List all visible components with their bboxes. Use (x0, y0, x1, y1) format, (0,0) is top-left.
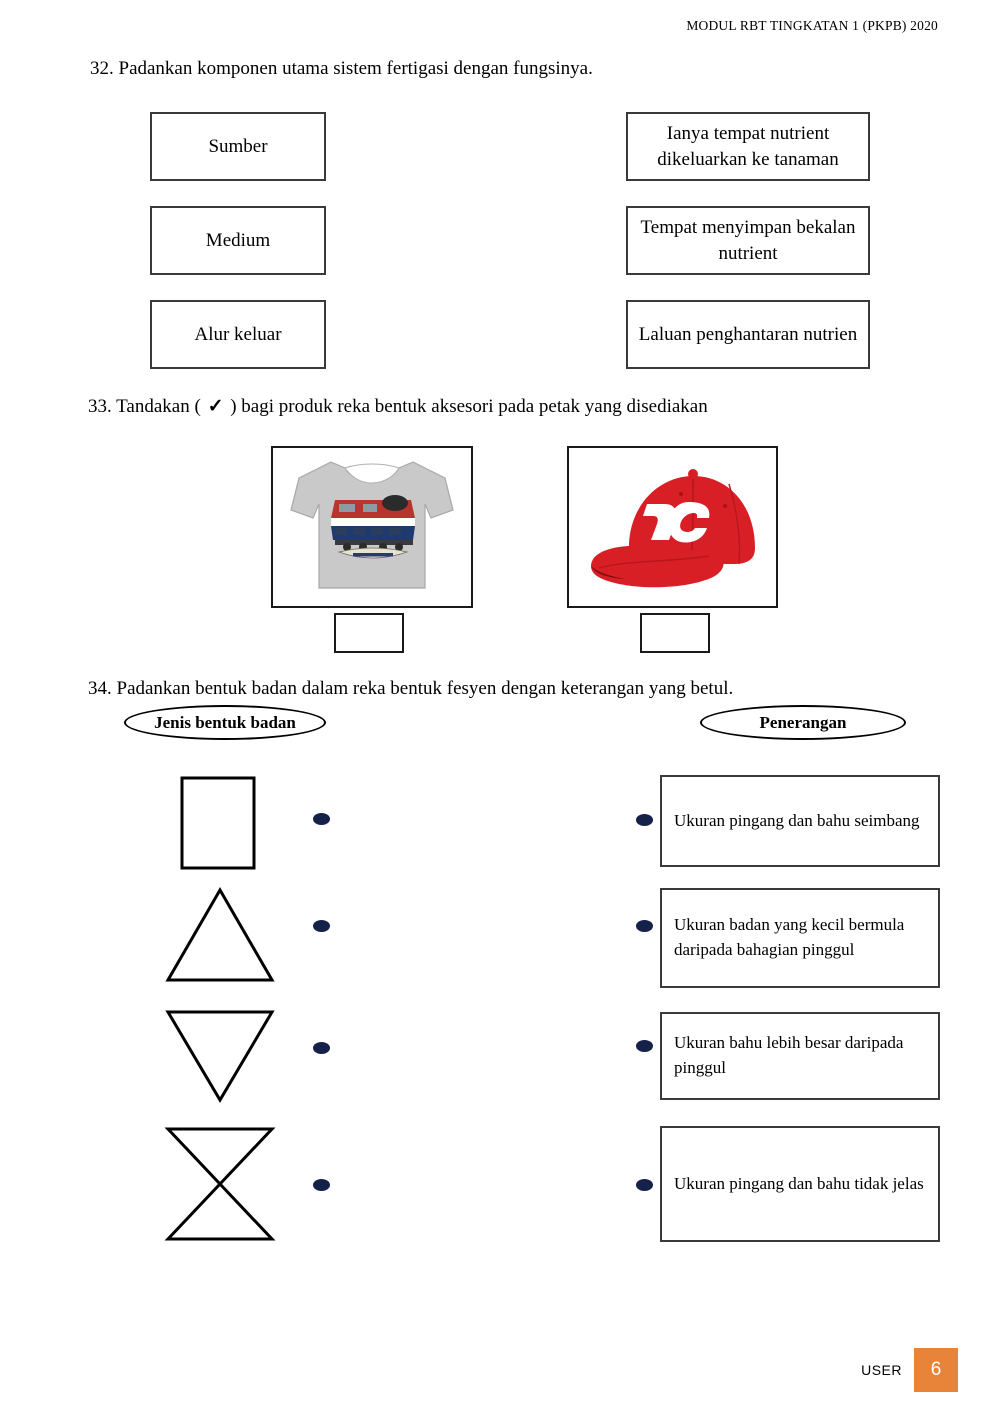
question-33-text-part2: ) bagi produk reka bentuk aksesori pada … (225, 396, 708, 417)
q34-shape-3 (150, 1006, 290, 1104)
rectangle-body-shape-icon (180, 776, 256, 870)
q34-description-box-3[interactable]: Ukuran bahu lebih besar daripada pinggul (660, 1012, 940, 1100)
q34-description-1-label: Ukuran pingang dan bahu seimbang (674, 810, 920, 830)
q33-answer-box-tshirt[interactable] (334, 613, 404, 653)
footer-user-label: USER (861, 1362, 902, 1378)
q32-left-box-3[interactable]: Alur keluar (150, 300, 326, 369)
cap-image-frame (567, 446, 778, 608)
question-33-text: 33. Tandakan ( ✓ ) bagi produk reka bent… (88, 395, 708, 418)
q34-description-3-label: Ukuran bahu lebih besar daripada pinggul (674, 1033, 904, 1077)
inverted-triangle-body-shape-icon (165, 1010, 275, 1103)
q34-description-box-1[interactable]: Ukuran pingang dan bahu seimbang (660, 775, 940, 867)
q34-left-connector-dot-4[interactable] (313, 1179, 330, 1191)
document-header: MODUL RBT TINGKATAN 1 (PKPB) 2020 (686, 18, 938, 33)
q34-right-heading: Penerangan (700, 705, 906, 740)
q32-left-box-2[interactable]: Medium (150, 206, 326, 275)
q32-right-box-1[interactable]: Ianya tempat nutrient dikeluarkan ke tan… (626, 112, 870, 181)
q34-description-2-label: Ukuran badan yang kecil bermula daripada… (674, 915, 905, 959)
q34-right-connector-dot-2[interactable] (636, 920, 653, 932)
q33-answer-box-cap[interactable] (640, 613, 710, 653)
question-34-text: 34. Padankan bentuk badan dalam reka ben… (88, 678, 734, 699)
q34-right-connector-dot-3[interactable] (636, 1040, 653, 1052)
q32-right-box-1-label: Ianya tempat nutrient dikeluarkan ke tan… (657, 122, 839, 170)
q34-right-heading-label: Penerangan (759, 712, 847, 732)
red-dc-cap-image (569, 448, 776, 606)
q34-left-connector-dot-2[interactable] (313, 920, 330, 932)
q34-description-box-2[interactable]: Ukuran badan yang kecil bermula daripada… (660, 888, 940, 988)
q34-description-4-label: Ukuran pingang dan bahu tidak jelas (674, 1173, 924, 1193)
q34-left-connector-dot-1[interactable] (313, 813, 330, 825)
grey-tshirt-image (273, 448, 471, 606)
q32-right-box-3-label: Laluan penghantaran nutrien (638, 323, 858, 345)
checkmark-icon: ✓ (207, 396, 224, 417)
q34-left-heading: Jenis bentuk badan (124, 705, 326, 740)
q32-left-box-2-label: Medium (205, 229, 271, 251)
hourglass-body-shape-icon (164, 1127, 276, 1241)
q32-left-box-1-label: Sumber (208, 135, 268, 157)
q34-shape-4 (150, 1123, 290, 1245)
q32-left-box-3-label: Alur keluar (194, 323, 282, 345)
q32-left-box-1[interactable]: Sumber (150, 112, 326, 181)
tshirt-image-frame (271, 446, 473, 608)
q34-shape-1 (150, 774, 290, 872)
q34-right-connector-dot-1[interactable] (636, 814, 653, 826)
q34-right-connector-dot-4[interactable] (636, 1179, 653, 1191)
triangle-body-shape-icon (165, 887, 275, 982)
question-32-text: 32. Padankan komponen utama sistem ferti… (90, 58, 593, 79)
q32-right-box-3[interactable]: Laluan penghantaran nutrien (626, 300, 870, 369)
question-33-text-part1: 33. Tandakan ( (88, 396, 206, 417)
q32-right-box-2-label: Tempat menyimpan bekalan nutrient (640, 216, 856, 264)
q34-left-connector-dot-3[interactable] (313, 1042, 330, 1054)
q34-left-heading-label: Jenis bentuk badan (154, 712, 296, 732)
q34-shape-2 (150, 886, 290, 986)
q34-description-box-4[interactable]: Ukuran pingang dan bahu tidak jelas (660, 1126, 940, 1242)
page-number-badge: 6 (914, 1348, 958, 1392)
q32-right-box-2[interactable]: Tempat menyimpan bekalan nutrient (626, 206, 870, 275)
